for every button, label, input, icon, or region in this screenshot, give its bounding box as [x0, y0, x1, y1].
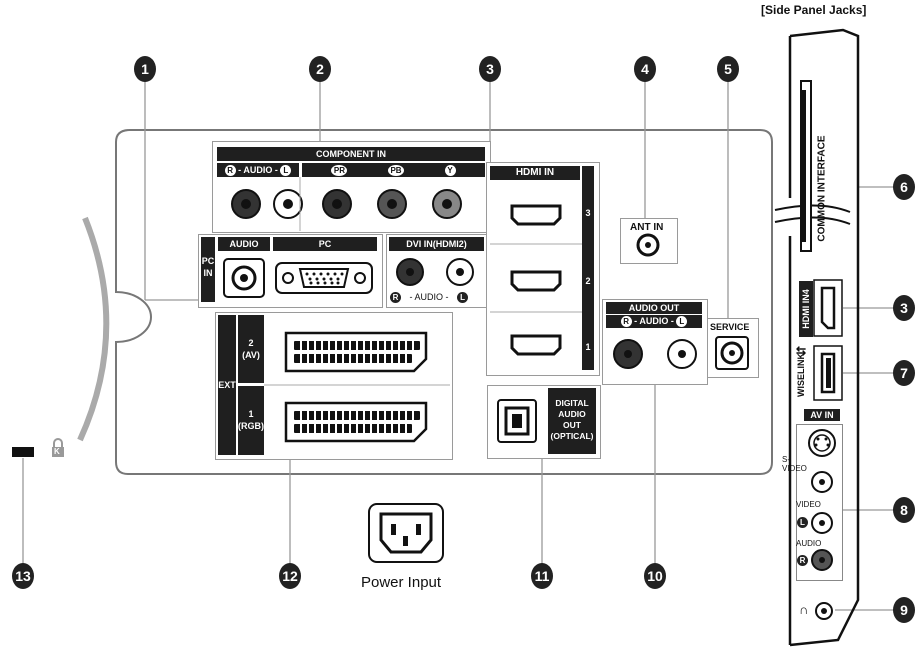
component-audio-label: - AUDIO - — [238, 165, 278, 175]
ext-label: EXT — [218, 315, 236, 455]
scart-ports — [264, 331, 450, 443]
callout-12: 12 — [279, 563, 301, 589]
audio-out-title: AUDIO OUT — [606, 302, 702, 314]
hdmi-ports — [490, 204, 582, 356]
audio-out-audio-label: - AUDIO - — [634, 316, 674, 326]
callout-2: 2 — [309, 56, 331, 82]
pc-jacks — [223, 258, 373, 298]
av-in-label: AV IN — [804, 409, 840, 421]
pc-in-side-line1: PC — [201, 256, 215, 266]
digital-audio-line4: (OPTICAL) — [550, 431, 594, 441]
kensington-slot — [12, 447, 34, 457]
hdmi-in4-label: HDMI IN4 — [799, 281, 813, 337]
dvi-r-badge: R — [390, 292, 401, 304]
video-label: VIDEO — [796, 500, 821, 509]
svideo-label: S- VIDEO — [782, 455, 807, 473]
callout-3-side: 3 — [893, 295, 915, 321]
digital-audio-line3: OUT — [563, 420, 581, 430]
lock-badge: K — [54, 447, 60, 456]
power-input-socket — [368, 503, 444, 563]
callout-8: 8 — [893, 497, 915, 523]
hdmi-in-title: HDMI IN — [490, 166, 580, 180]
ext-port1-line2: (RGB) — [238, 421, 264, 431]
callout-10: 10 — [644, 563, 666, 589]
common-interface-slot-inner — [802, 90, 806, 242]
dvi-audio-label-row: R - AUDIO - L — [390, 292, 485, 304]
lock-icon: K — [51, 438, 65, 458]
hdmi-port-1-label: 1 — [585, 342, 591, 352]
usb-icon: ⇆ — [796, 344, 807, 358]
y-badge: Y — [444, 165, 456, 177]
digital-audio-label: DIGITAL AUDIO OUT (OPTICAL) — [548, 388, 596, 454]
callout-4: 4 — [634, 56, 656, 82]
callout-11: 11 — [531, 563, 553, 589]
audio-out-l-badge: L — [676, 316, 688, 328]
side-audio-label: AUDIO — [796, 539, 822, 548]
hdmi-port-2-label: 2 — [585, 276, 591, 286]
component-in-title: COMPONENT IN — [217, 147, 485, 161]
pc-label: PC — [273, 237, 377, 251]
svideo-line1: S- — [782, 455, 790, 464]
callout-5: 5 — [717, 56, 739, 82]
digital-audio-line1: DIGITAL — [555, 398, 589, 408]
dvi-in-title: DVI IN(HDMI2) — [389, 237, 484, 251]
digital-audio-line2: AUDIO — [558, 409, 586, 419]
callout-3: 3 — [479, 56, 501, 82]
audio-out-jacks — [613, 339, 697, 369]
callout-1: 1 — [134, 56, 156, 82]
callout-13: 13 — [12, 563, 34, 589]
pc-audio-label: AUDIO — [218, 237, 270, 251]
ext-port1-label: 1 (RGB) — [238, 386, 264, 455]
headphone-jack — [815, 602, 833, 620]
headphone-icon: ∩ — [799, 602, 809, 617]
ext-port2-line2: (AV) — [242, 350, 260, 360]
audio-l-badge: L — [280, 165, 292, 177]
pb-badge: PB — [388, 165, 404, 177]
hdmi-port-numbers: 3 2 1 — [582, 166, 594, 370]
callout-7: 7 — [893, 360, 915, 386]
av-in-group — [796, 424, 843, 581]
wiselink-usb-port — [813, 345, 843, 401]
svideo-line2: VIDEO — [782, 464, 807, 473]
side-r-badge: R — [797, 555, 808, 566]
ext-port1-line1: 1 — [248, 409, 254, 419]
component-jacks — [231, 177, 462, 231]
common-interface-label: COMMON INTERFACE — [816, 135, 828, 242]
service-label: SERVICE — [710, 322, 750, 332]
pr-badge: PR — [331, 165, 348, 177]
callout-9: 9 — [893, 597, 915, 623]
dvi-audio-jacks — [396, 258, 474, 286]
optical-port — [497, 399, 537, 443]
ext-port2-line1: 2 — [248, 338, 254, 348]
ant-in-jack — [636, 233, 660, 257]
hdmi-port-3-label: 3 — [585, 208, 591, 218]
ext-port2-label: 2 (AV) — [238, 315, 264, 383]
hdmi-in4-port — [813, 279, 843, 337]
pc-in-side-label: PC IN — [201, 237, 215, 302]
power-input-label: Power Input — [361, 574, 442, 591]
ant-in-label: ANT IN — [630, 222, 664, 233]
audio-r-badge: R — [224, 165, 236, 177]
component-audio-label-bar: R - AUDIO - L — [217, 163, 299, 177]
av-in-jacks — [808, 429, 836, 571]
pc-in-side-line2: IN — [203, 268, 213, 278]
dvi-audio-label: - AUDIO - — [409, 292, 449, 302]
dvi-l-badge: L — [457, 292, 469, 304]
callout-6: 6 — [893, 174, 915, 200]
audio-out-r-badge: R — [620, 316, 632, 328]
service-jack — [715, 336, 749, 370]
side-l-badge: L — [797, 517, 808, 528]
side-panel-title: [Side Panel Jacks] — [761, 3, 867, 17]
component-video-label-bar: PR PB Y — [302, 163, 485, 177]
audio-out-label-bar: R - AUDIO - L — [606, 315, 702, 328]
